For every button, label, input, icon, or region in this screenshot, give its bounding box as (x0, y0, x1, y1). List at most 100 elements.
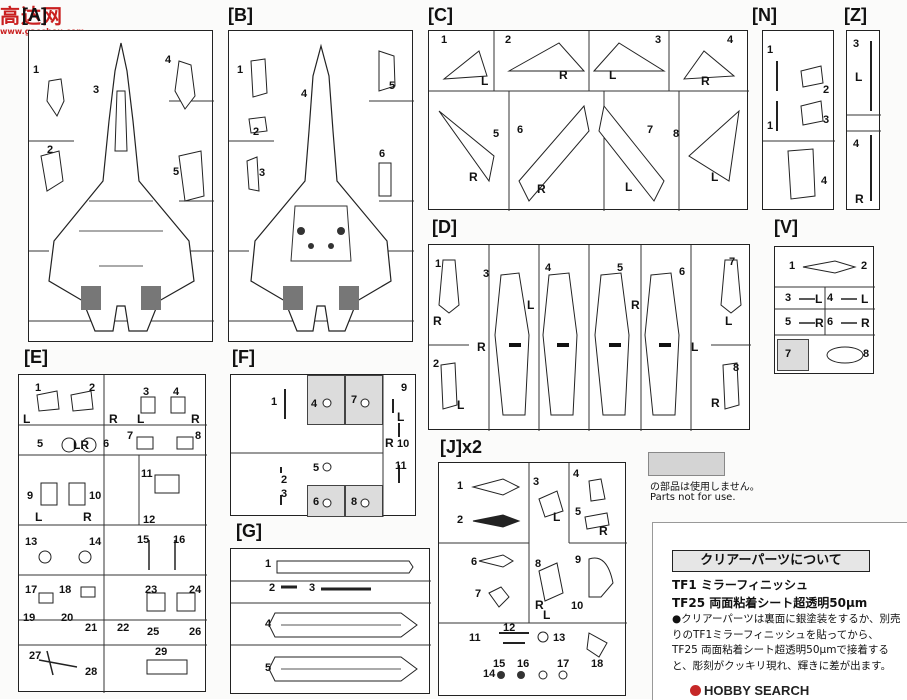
part-number: 11 (469, 632, 481, 644)
part-number: 2 (457, 514, 464, 526)
part-number: 28 (85, 666, 98, 678)
part-number: 13 (553, 632, 566, 644)
side-letter: R (385, 436, 394, 450)
part-number: 5 (785, 316, 792, 328)
part-number: 4 (727, 34, 734, 46)
part-number: 4 (265, 618, 272, 630)
runner-j-label: [J]x2 (440, 437, 483, 457)
part-number: 17 (25, 584, 38, 596)
side-letter: L (625, 180, 633, 194)
side-letter: R (477, 340, 486, 354)
part-number: 8 (863, 348, 870, 360)
runner-c-frame (429, 31, 749, 211)
part-number: 4 (821, 175, 828, 187)
part-number: 14 (483, 668, 496, 680)
side-letter: L (725, 314, 733, 328)
runner-v-label: [V] (774, 217, 798, 237)
part-number: 13 (25, 536, 38, 548)
part-number: 3 (853, 38, 860, 50)
part-number: 1 (457, 480, 464, 492)
side-letter: L (711, 170, 719, 184)
part-number: 2 (269, 582, 276, 594)
part-number: 24 (189, 584, 202, 596)
part-number: 11 (141, 468, 153, 480)
part-number: 7 (127, 430, 134, 442)
part-number: 1 (237, 64, 244, 76)
side-letter: R (599, 524, 608, 538)
part-number: 5 (173, 166, 180, 178)
runner-f-label: [F] (232, 347, 255, 367)
part-number: 8 (195, 430, 202, 442)
side-letter: L (553, 510, 561, 524)
part-number: 6 (517, 124, 524, 136)
runner-e: 1 2 3 4 L R L R 5 LR 6 7 8 11 9 10 L R 1… (18, 374, 207, 693)
runner-f-frame (231, 375, 400, 517)
runner-c: 1 2 3 4 5 6 7 8 L R L R R R L L (428, 30, 749, 211)
runner-f: 1 4 7 9 L R 10 11 5 2 3 6 8 (230, 374, 416, 517)
part-number: 22 (117, 622, 130, 634)
runner-j: 1 2 3 4 5 L R 6 7 8 R L 9 10 11 12 13 14… (438, 462, 627, 696)
part-number: 6 (103, 438, 110, 450)
part-number: 1 (767, 120, 774, 132)
part-number: 8 (733, 362, 740, 374)
part-number: 2 (253, 126, 260, 138)
part-number: 6 (313, 496, 320, 508)
part-number: 8 (673, 128, 680, 140)
side-letter: R (191, 412, 200, 426)
part-number: 23 (145, 584, 158, 596)
part-number: 1 (435, 258, 442, 270)
runner-z: 3 L 4 R (846, 30, 881, 210)
part-number: 9 (401, 382, 408, 394)
runner-n-label: [N] (752, 5, 777, 25)
part-number: 9 (27, 490, 34, 502)
runner-g: 1 2 3 4 5 (230, 548, 431, 694)
part-number: 7 (351, 394, 358, 406)
runner-e-label: [E] (24, 347, 48, 367)
runner-d-frame (429, 245, 751, 431)
part-number: 18 (59, 584, 72, 596)
part-number: 1 (767, 44, 774, 56)
side-letter: L (481, 74, 489, 88)
side-letter: L (855, 70, 863, 84)
part-number: 15 (493, 658, 506, 670)
side-letter: R (83, 510, 92, 524)
part-number: 2 (823, 84, 830, 96)
runner-v: 1 2 3 4 5 6 7 8 L L R R (774, 246, 875, 374)
note-title: クリアーパーツについて (672, 550, 870, 572)
part-number: 2 (433, 358, 440, 370)
side-letter: L (527, 298, 535, 312)
side-letter: L (861, 292, 869, 306)
part-number: 8 (351, 496, 358, 508)
part-number: 6 (379, 148, 386, 160)
runner-z-frame (847, 41, 881, 201)
part-number: 6 (827, 316, 834, 328)
side-letter: R (559, 68, 568, 82)
side-letter: R (631, 298, 640, 312)
unused-part-swatch (648, 452, 725, 476)
part-number: 4 (827, 292, 834, 304)
runner-g-frame (231, 560, 431, 682)
part-number: 3 (655, 34, 662, 46)
part-number: 7 (729, 256, 736, 268)
side-letter: R (861, 316, 870, 330)
part-number: 5 (313, 462, 320, 474)
side-letter: R (815, 316, 824, 330)
part-number: 1 (33, 64, 40, 76)
note-product-2: TF25 両面粘着シート超透明50μm (672, 596, 868, 610)
part-number: 4 (573, 468, 580, 480)
part-number: 1 (35, 382, 42, 394)
part-number: 25 (147, 626, 160, 638)
runner-a-frame (29, 42, 214, 332)
part-number: 1 (271, 396, 278, 408)
side-letter: L (609, 68, 617, 82)
part-number: 17 (557, 658, 570, 670)
side-letter: L (815, 292, 823, 306)
part-number: 1 (265, 558, 272, 570)
runner-d: 1 2 3 4 5 6 7 8 R L R L R L L R (428, 244, 751, 431)
legend-jp: の部品は使用しません。 (650, 482, 760, 493)
part-number: 5 (575, 506, 582, 518)
part-number: 7 (475, 588, 482, 600)
part-number: 18 (591, 658, 604, 670)
part-number: 16 (517, 658, 530, 670)
